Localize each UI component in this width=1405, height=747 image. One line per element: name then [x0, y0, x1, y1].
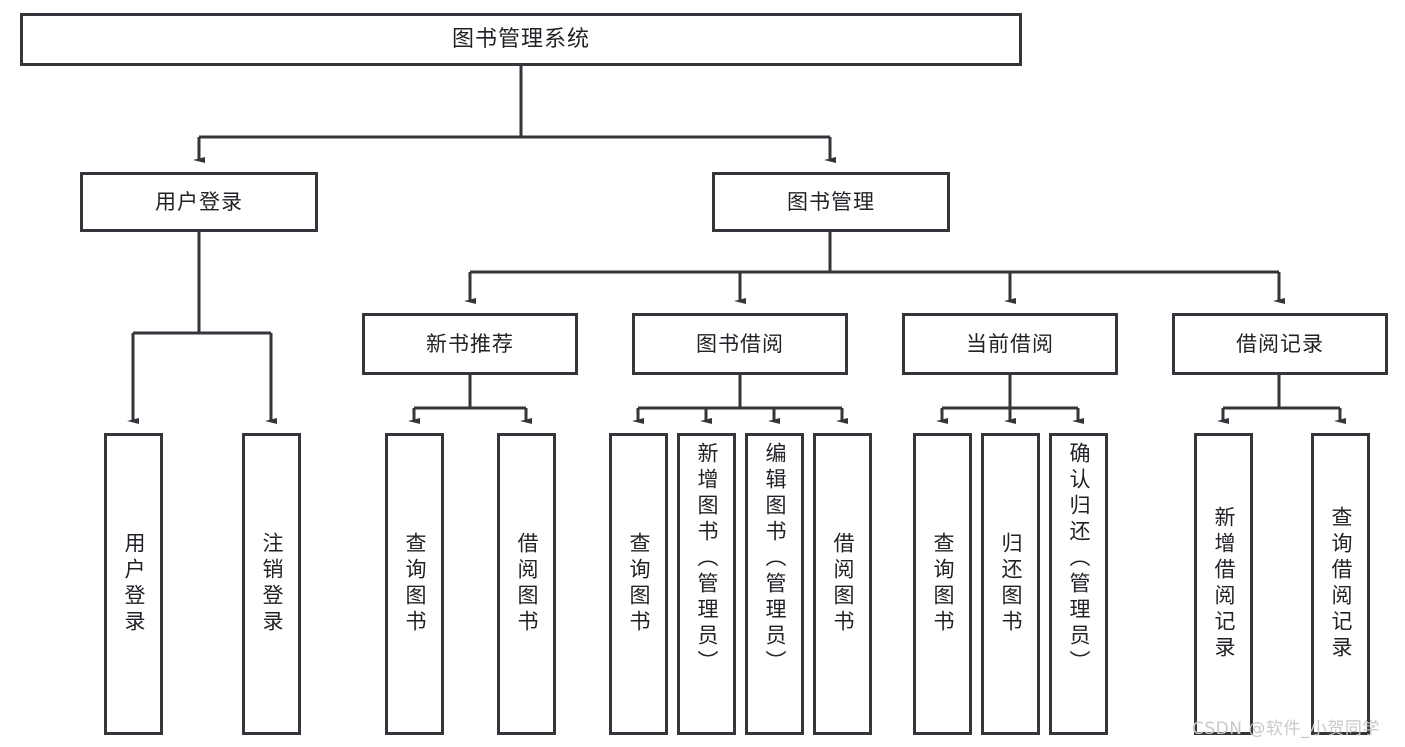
leaf-current-query-book[interactable]: 查询图书 [913, 433, 972, 735]
leaf-recommend-query-book[interactable]: 查询图书 [385, 433, 444, 735]
leaf-borrow-edit-book-label: 编辑图书（管理员） [763, 442, 787, 676]
leaf-record-add-record[interactable]: 新增借阅记录 [1194, 433, 1253, 735]
leaf-record-add-record-label: 新增借阅记录 [1212, 506, 1236, 662]
node-borrow-record[interactable]: 借阅记录 [1172, 313, 1388, 375]
leaf-recommend-borrow-book-label: 借阅图书 [515, 532, 539, 636]
node-user-login[interactable]: 用户登录 [80, 172, 318, 232]
leaf-borrow-query-book-label: 查询图书 [627, 532, 651, 636]
leaf-current-query-book-label: 查询图书 [931, 532, 955, 636]
node-current-borrow[interactable]: 当前借阅 [902, 313, 1118, 375]
leaf-user-login-label: 用户登录 [122, 532, 146, 636]
leaf-current-confirm-return[interactable]: 确认归还（管理员） [1049, 433, 1108, 735]
node-book-borrow-label: 图书借阅 [696, 331, 784, 356]
leaf-borrow-borrow-book[interactable]: 借阅图书 [813, 433, 872, 735]
leaf-record-query-record[interactable]: 查询借阅记录 [1311, 433, 1370, 735]
leaf-borrow-add-book[interactable]: 新增图书（管理员） [677, 433, 736, 735]
node-borrow-record-label: 借阅记录 [1236, 331, 1324, 356]
node-new-book-recommend[interactable]: 新书推荐 [362, 313, 578, 375]
leaf-current-return-book[interactable]: 归还图书 [981, 433, 1040, 735]
leaf-recommend-query-book-label: 查询图书 [403, 532, 427, 636]
leaf-borrow-borrow-book-label: 借阅图书 [831, 532, 855, 636]
leaf-current-confirm-return-label: 确认归还（管理员） [1067, 442, 1091, 676]
node-new-book-recommend-label: 新书推荐 [426, 331, 514, 356]
node-user-login-label: 用户登录 [155, 189, 243, 214]
leaf-borrow-query-book[interactable]: 查询图书 [609, 433, 668, 735]
leaf-recommend-borrow-book[interactable]: 借阅图书 [497, 433, 556, 735]
node-book-management-label: 图书管理 [787, 189, 875, 214]
watermark: CSDN @软件_小贺同学 [1192, 719, 1380, 739]
leaf-user-logout[interactable]: 注销登录 [242, 433, 301, 735]
node-root-label: 图书管理系统 [451, 26, 590, 52]
node-current-borrow-label: 当前借阅 [966, 331, 1054, 356]
leaf-user-login[interactable]: 用户登录 [104, 433, 163, 735]
leaf-borrow-edit-book[interactable]: 编辑图书（管理员） [745, 433, 804, 735]
leaf-record-query-record-label: 查询借阅记录 [1329, 506, 1353, 662]
node-book-management[interactable]: 图书管理 [712, 172, 950, 232]
node-book-borrow[interactable]: 图书借阅 [632, 313, 848, 375]
leaf-borrow-add-book-label: 新增图书（管理员） [695, 442, 719, 676]
leaf-user-logout-label: 注销登录 [260, 532, 284, 636]
node-root[interactable]: 图书管理系统 [20, 13, 1022, 66]
leaf-current-return-book-label: 归还图书 [999, 532, 1023, 636]
